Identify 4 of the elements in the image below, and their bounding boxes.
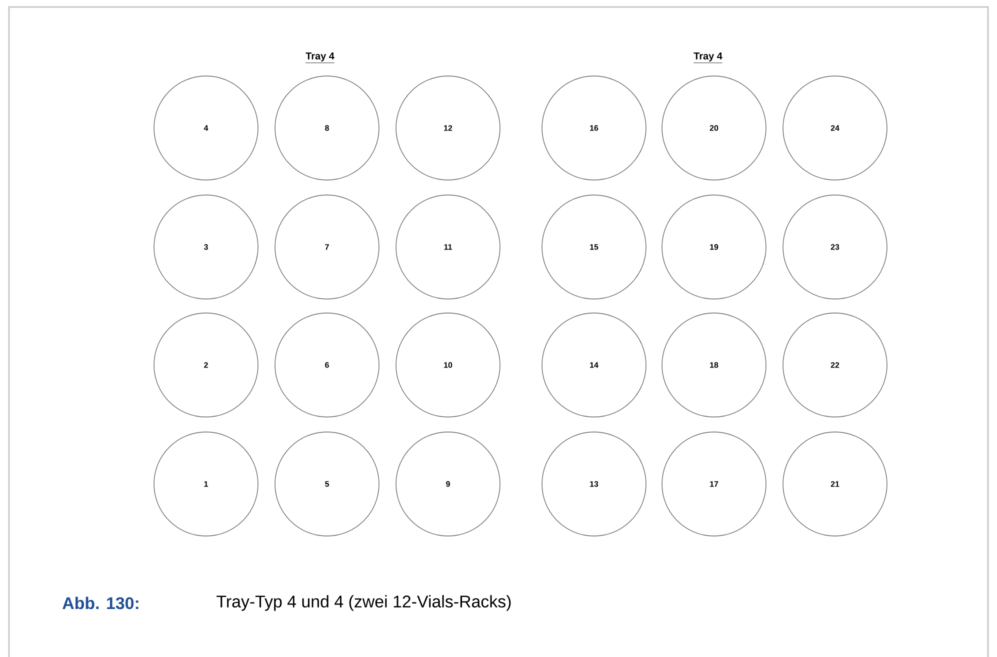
figure-number: Abb. 130: <box>62 596 138 610</box>
caption: Tray-Typ 4 und 4 (zwei 12-Vials-Racks) <box>216 595 511 611</box>
tray-heading: Tray 4 <box>693 52 723 64</box>
tray-heading: Tray 4 <box>305 52 335 64</box>
